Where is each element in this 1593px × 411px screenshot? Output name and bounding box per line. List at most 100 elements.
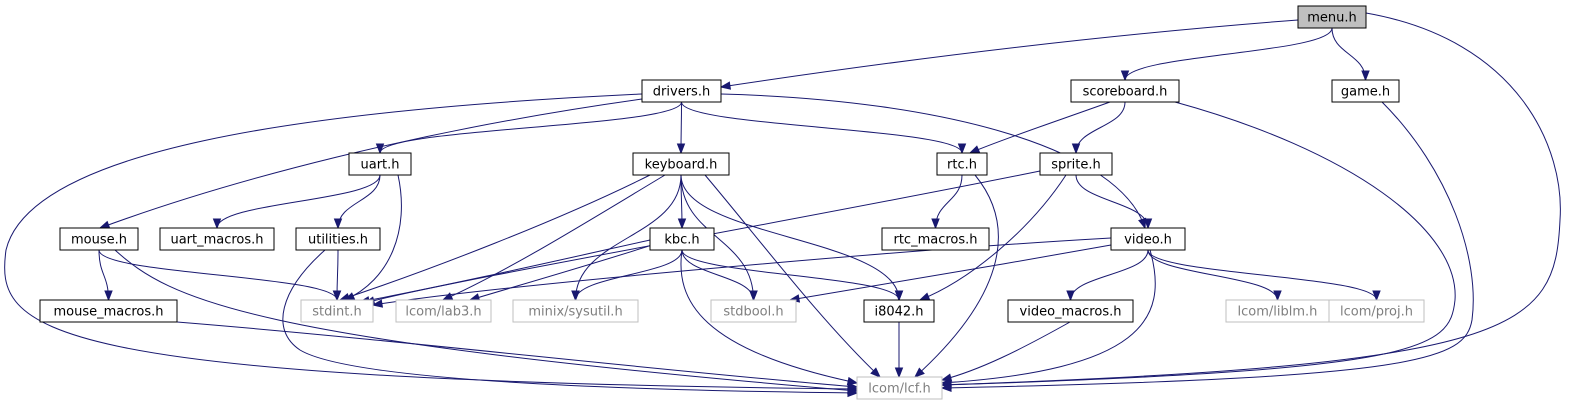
- edge-line: [681, 101, 963, 154]
- node-label: lcom/lcf.h: [868, 382, 931, 397]
- edge-drivers-to-rtc: [681, 101, 967, 155]
- edge-line: [98, 249, 338, 301]
- edge-drivers-to-keyboard: [676, 101, 686, 155]
- edge-arrowhead: [1361, 70, 1370, 82]
- node-game[interactable]: game.h: [1331, 79, 1400, 103]
- edge-line: [1075, 101, 1126, 154]
- edge-line: [935, 174, 963, 229]
- edge-arrowhead: [749, 290, 758, 302]
- node-box: [159, 227, 275, 251]
- node-label: lcom/proj.h: [1340, 305, 1413, 320]
- edge-arrowhead: [1138, 217, 1147, 230]
- edge-arrowhead: [968, 145, 981, 154]
- node-sysutil: minix/sysutil.h: [512, 299, 639, 323]
- edge-line: [941, 12, 1561, 386]
- edge-line: [359, 239, 651, 303]
- edge-utilities-to-stdint: [332, 249, 342, 302]
- node-drivers[interactable]: drivers.h: [641, 79, 722, 103]
- node-box: [1110, 227, 1186, 251]
- edge-scoreboard-to-rtc: [968, 101, 1111, 154]
- edge-line: [99, 98, 643, 229]
- node-label: rtc.h: [947, 158, 977, 173]
- node-utilities[interactable]: utilities.h: [295, 227, 381, 251]
- edge-utilities-to-lcf: [282, 249, 859, 398]
- node-kbc[interactable]: kbc.h: [649, 227, 715, 251]
- edge-arrowhead: [940, 373, 953, 382]
- edge-line: [1075, 174, 1149, 229]
- node-box: [59, 227, 139, 251]
- node-label: stdbool.h: [723, 305, 783, 320]
- edge-line: [469, 244, 653, 301]
- edge-arrowhead: [212, 218, 222, 230]
- edge-kbc-to-lcf: [680, 249, 859, 386]
- edge-arrowhead: [677, 218, 687, 230]
- node-label: minix/sysutil.h: [528, 305, 622, 320]
- node-box: [1331, 79, 1400, 103]
- edge-arrowhead: [1273, 290, 1282, 302]
- node-box: [649, 227, 715, 251]
- nodes-layer: menu.h drivers.h scoreboard.h game.h uart.h k…: [39, 5, 1425, 400]
- edge-line: [1147, 249, 1377, 301]
- node-label: utilities.h: [308, 233, 368, 248]
- edge-arrowhead: [98, 220, 111, 229]
- edge-line: [575, 249, 683, 301]
- node-menu[interactable]: menu.h: [1297, 5, 1367, 29]
- edge-line: [720, 93, 1146, 229]
- edge-line: [914, 174, 999, 378]
- node-sprite[interactable]: sprite.h: [1039, 152, 1113, 176]
- edge-rtc-to-lcf: [913, 174, 999, 378]
- node-label: sprite.h: [1051, 158, 1100, 173]
- node-label: lcom/lab3.h: [405, 305, 481, 320]
- edge-arrowhead: [894, 367, 904, 379]
- node-box: [1297, 5, 1367, 29]
- node-uart-macros[interactable]: uart_macros.h: [159, 227, 275, 251]
- edge-sprite-to-video: [1075, 174, 1153, 230]
- node-stdbool: stdbool.h: [710, 299, 797, 323]
- node-label: i8042.h: [874, 305, 923, 320]
- node-label: video_macros.h: [1020, 305, 1122, 320]
- node-keyboard[interactable]: keyboard.h: [632, 152, 730, 176]
- node-mouse[interactable]: mouse.h: [59, 227, 139, 251]
- edge-line: [176, 321, 858, 388]
- edge-arrowhead: [1143, 218, 1153, 230]
- edge-line: [1124, 27, 1333, 81]
- node-uart[interactable]: uart.h: [348, 152, 412, 176]
- node-box: [295, 227, 381, 251]
- node-scoreboard[interactable]: scoreboard.h: [1070, 79, 1180, 103]
- node-box: [936, 152, 988, 176]
- edge-line: [681, 249, 900, 301]
- edge-menu-to-game: [1331, 27, 1370, 82]
- edge-uart-to-uart_macros: [212, 174, 381, 230]
- edge-arrowhead: [931, 218, 940, 230]
- edge-line: [789, 244, 1112, 301]
- edge-arrowhead: [918, 292, 931, 301]
- node-box: [632, 152, 730, 176]
- node-rtc[interactable]: rtc.h: [936, 152, 988, 176]
- node-video-macros[interactable]: video_macros.h: [1007, 299, 1134, 323]
- node-video[interactable]: video.h: [1110, 227, 1186, 251]
- edge-video-to-stdint: [371, 237, 1112, 308]
- edge-line: [969, 101, 1111, 154]
- edge-kbc-to-i8042: [681, 249, 904, 302]
- edge-line: [919, 174, 1067, 301]
- edge-line: [344, 174, 402, 301]
- node-proj: lcom/proj.h: [1328, 299, 1425, 323]
- edge-line: [114, 249, 858, 392]
- edge-uart-to-utilities: [333, 174, 381, 230]
- node-box: [1007, 299, 1134, 323]
- edge-line: [941, 321, 1071, 381]
- edge-line: [442, 174, 666, 301]
- edge-arrowhead: [940, 383, 952, 393]
- edge-arrowhead: [847, 382, 859, 391]
- edge-arrowhead: [1372, 290, 1381, 302]
- edge-mouse_macros-to-lcf: [176, 321, 859, 391]
- node-label: mouse.h: [71, 233, 127, 248]
- node-rtc-macros[interactable]: rtc_macros.h: [881, 227, 990, 251]
- node-mouse-macros[interactable]: mouse_macros.h: [39, 299, 178, 323]
- edge-line: [1070, 249, 1149, 301]
- edge-line: [941, 101, 1456, 386]
- node-box: [641, 79, 722, 103]
- node-i8042[interactable]: i8042.h: [863, 299, 935, 323]
- edge-line: [4, 93, 858, 390]
